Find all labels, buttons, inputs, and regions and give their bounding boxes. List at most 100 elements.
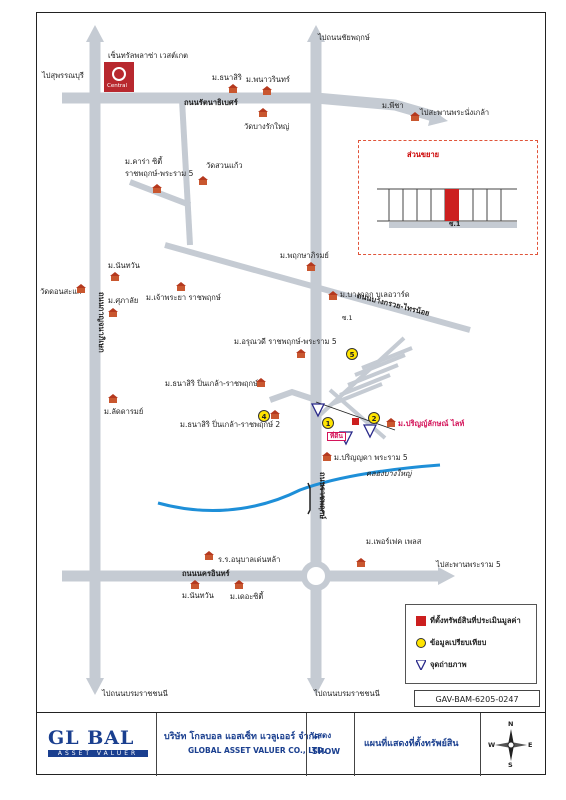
road-local-2	[128, 179, 192, 208]
road-rattanathibet-east	[315, 92, 442, 124]
compass-w: W	[488, 741, 496, 749]
legend-comparable: ข้อมูลเปรียบเทียบ	[416, 637, 486, 649]
comparable-marker-4: 4	[258, 410, 270, 422]
house-icon	[356, 558, 366, 567]
central-logo-mark	[112, 67, 126, 81]
label-to-chaiyaphruek: ไปถนนชัยพฤกษ์	[318, 33, 370, 42]
inset-road	[389, 222, 517, 228]
road-label-ratchaphruek: ถนนราชพฤกษ์	[318, 472, 327, 520]
arrow-east-top	[428, 110, 448, 126]
label-wat-bang-rak-yai: วัดบางรักใหญ่	[244, 122, 290, 131]
school-icon	[204, 551, 214, 560]
road-label-rattanathibet: ถนนรัตนาธิเบศร์	[184, 98, 238, 107]
house-icon	[296, 349, 306, 358]
arrow-north-left	[86, 25, 104, 42]
map-canvas	[62, 25, 471, 695]
label-lisamai: ม.ลัดดารมย์	[104, 407, 144, 416]
house-icon	[386, 418, 396, 427]
label-soi-1: ซ.1	[342, 314, 353, 322]
house-icon	[256, 378, 266, 387]
label-to-phra-nang-klao: ไปสะพานพระนั่งเกล้า	[420, 108, 490, 117]
subject-tag: ที่ดิน	[327, 432, 346, 441]
label-to-suphan: ไปสุพรรณบุรี	[42, 71, 84, 80]
compass-e: E	[528, 741, 533, 749]
label-nanthawan1: ม.นันทวัน	[108, 261, 140, 270]
house-icon	[270, 410, 280, 419]
company-logo: GL BAL ASSET VALUER	[48, 727, 148, 761]
label-prinyada: ม.ปริญญดา พระราม 5	[334, 453, 408, 462]
show-label-en: SHOW	[312, 747, 341, 756]
label-thanasiri3: ม.ธนาสิริ ปิ่นเกล้า-ราชพฤกษ์ 2	[180, 420, 281, 429]
label-phruksa: ม.พฤกษาภิรมย์	[280, 251, 329, 260]
inset-title: ส่วนขยาย	[407, 150, 440, 159]
temple-icon	[198, 176, 208, 185]
label-the-city: ม.เดอะซิตี้	[230, 592, 264, 601]
map-title: แผนที่แสดงที่ตั้งทรัพย์สิน	[364, 739, 459, 749]
comparable-marker-5: 5	[346, 348, 358, 360]
compass-s: S	[508, 761, 513, 769]
house-icon	[110, 272, 120, 281]
arrow-south-right	[307, 678, 325, 695]
label-nanthawan2: ม.นันทวัน	[182, 591, 214, 600]
subject-marker	[352, 418, 359, 425]
map-legend: ที่ตั้งทรัพย์สินที่ประเมินมูลค่า ข้อมูลเ…	[405, 604, 537, 684]
company-name-en: GLOBAL ASSET VALUER CO., LTD.	[188, 746, 327, 755]
road-arrows	[86, 25, 455, 695]
compass-icon: N S E W	[488, 721, 534, 769]
legend-photo-swatch	[416, 660, 426, 670]
label-mia: ม.พีชา	[382, 101, 404, 110]
road-label-nakhon-in: ถนนนครอินทร์	[182, 569, 230, 578]
footer-divider	[354, 713, 355, 776]
house-icon	[108, 394, 118, 403]
legend-comparable-swatch	[416, 638, 426, 648]
house-icon	[190, 580, 200, 589]
house-icon	[176, 282, 186, 291]
label-school: ร.ร.อนุบาลเด่นหล้า	[218, 555, 281, 564]
roundabout	[301, 561, 331, 591]
inset-road-label: ซ.1	[449, 220, 461, 228]
temple-icon	[76, 284, 86, 293]
subject-road	[315, 401, 396, 431]
label-to-phra-ram5: ไปสะพานพระราม 5	[436, 560, 501, 569]
photo-point-3	[362, 424, 378, 439]
label-perfect: ม.เพอร์เฟค เพลส	[366, 537, 422, 546]
label-thanasiri1: ม.ธนาสิริ	[212, 73, 242, 82]
label-to-south-right: ไปถนนบรมราชชนนี	[314, 689, 380, 698]
label-parinyaluk: ม.ปริญญ์ลักษณ์ ไลท์	[398, 419, 465, 428]
arrow-north-right	[307, 25, 325, 42]
label-wat-suan-kaeo: วัดสวนแก้ว	[206, 161, 243, 170]
label-thanasiri2: ม.ธนาสิริ ปิ่นเกล้า-ราชพฤกษ์ 1	[165, 379, 266, 388]
house-icon	[306, 262, 316, 271]
label-to-south-left: ไปถนนบรมราชชนนี	[102, 689, 168, 698]
logo-text: GL BAL	[48, 727, 135, 749]
house-icon	[410, 112, 420, 121]
inset-subject-lot	[445, 189, 459, 221]
house-icon	[228, 84, 238, 93]
label-karachree: ม.คาร่า ซิตี้	[125, 157, 163, 166]
temple-icon	[258, 108, 268, 117]
house-icon	[108, 308, 118, 317]
reference-number: GAV-BAM-6205-0247	[414, 690, 540, 707]
photo-point-1	[310, 403, 326, 418]
footer-divider	[480, 713, 481, 776]
bridge	[307, 482, 325, 515]
compass-n: N	[508, 720, 514, 728]
label-atwarati: ม.อรุณวดี ราชพฤกษ์-พระราม 5	[234, 337, 337, 346]
label-central: เซ็นทรัลพลาซ่า เวสต์เกต	[108, 51, 188, 60]
legend-subject-swatch	[416, 616, 426, 626]
company-name-th: บริษัท โกลบอล แอสเซ็ท แวลูเออร์ จำกัด	[164, 732, 320, 742]
label-phanarin: ม.พนาวรินทร์	[246, 75, 290, 84]
canal-line	[157, 463, 441, 513]
house-icon	[322, 452, 332, 461]
inset-enlargement: ส่วนขยาย ซ.1	[358, 140, 538, 255]
label-bang-kruai-sai: ม.บางกอก บูเลอวาร์ด	[340, 290, 410, 299]
road-label-kanchanaphisek: ถนนกาญจนาภิเษก	[97, 292, 106, 353]
footer-divider	[306, 713, 307, 776]
map-frame	[36, 12, 546, 775]
label-chao-phraya: ม.เจ้าพระยา ราชพฤกษ์	[146, 293, 221, 302]
legend-subject: ที่ตั้งทรัพย์สินที่ประเมินมูลค่า	[416, 615, 521, 627]
logo-bar: ASSET VALUER	[48, 750, 148, 757]
footer-divider	[156, 713, 157, 776]
comparable-marker-1: 1	[322, 417, 334, 429]
house-icon	[262, 86, 272, 95]
